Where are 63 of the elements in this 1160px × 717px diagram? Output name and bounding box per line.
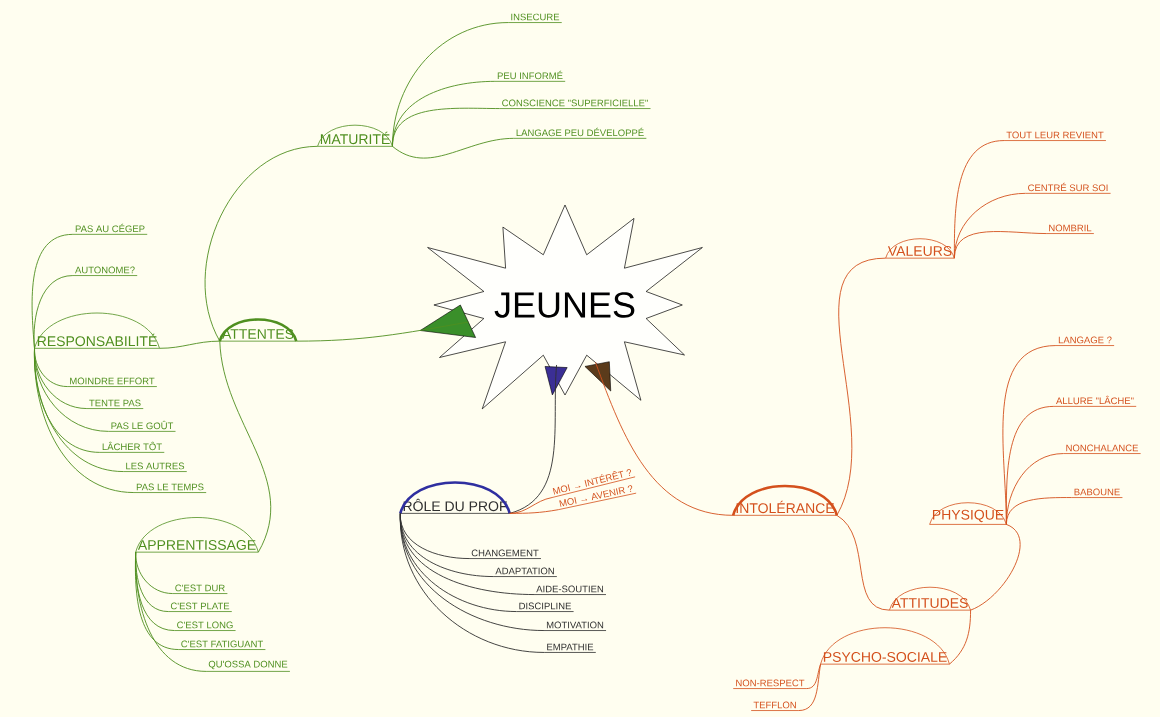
- branch-label: PAS AU CÉGEP: [72, 223, 148, 235]
- branch-line: [953, 231, 1047, 259]
- branch-line: [836, 514, 890, 611]
- branch-line: [806, 663, 822, 689]
- branch-label: INSECURE: [507, 13, 563, 23]
- branch-line: [219, 340, 271, 553]
- branch-line: [509, 364, 558, 514]
- branch-line: [595, 361, 734, 516]
- branch-line: [509, 497, 553, 514]
- topic-dome: ATTITUDES: [889, 586, 971, 611]
- starburst-drawing: JEUNES: [419, 204, 703, 410]
- branch-label: PAS LE TEMPS: [133, 483, 207, 493]
- branch-line: [399, 512, 545, 653]
- branch-label: AIDE-SOUTIEN: [533, 585, 607, 595]
- branch-line: [392, 107, 500, 147]
- branch-label: PEU INFORMÉ: [494, 70, 566, 82]
- branch-label: NONCHALANCE: [1063, 444, 1141, 454]
- topic-dome: APPRENTISSAGE: [135, 517, 259, 553]
- branch-label: NOMBRIL: [1045, 224, 1095, 234]
- branch-label: PAS LE GOÛT: [108, 420, 176, 432]
- branch-label: NON-RESPECT: [732, 679, 808, 689]
- branch-label: CENTRÉ SUR SOI: [1025, 182, 1111, 194]
- branch-label: C'EST FATIGUANT: [178, 640, 266, 650]
- branch-label: C'EST LONG: [174, 621, 236, 631]
- branch-label: MOINDRE EFFORT: [66, 377, 158, 387]
- branch-line: [295, 321, 469, 342]
- branch-label: DISCIPLINE: [516, 602, 574, 612]
- branch-label: TEFFLON: [750, 701, 800, 711]
- topic-dome: PSYCHO-SOCIALE: [820, 627, 950, 665]
- branch-label: LES AUTRES: [122, 462, 188, 472]
- topic-dome: RESPONSABILITÉ: [34, 312, 160, 349]
- branch-label: TENTE PAS: [86, 399, 144, 409]
- branch-label: LÂCHER TÔT: [99, 441, 165, 453]
- branch-label: LANGAGE PEU DÉVELOPPÉ: [513, 127, 647, 139]
- branch-label: TOUT LEUR REVIENT: [1003, 131, 1107, 141]
- topic-dome: MATURITÉ: [317, 124, 393, 147]
- branch-line: [33, 275, 74, 349]
- branch-label: C'EST DUR: [172, 584, 228, 594]
- branch-label: CONSCIENCE "SUPERFICIELLE": [499, 99, 651, 109]
- branch-label: LANGAGE ?: [1055, 336, 1115, 346]
- branch-line: [509, 509, 559, 514]
- branch-label: MOTIVATION: [543, 621, 607, 631]
- branch-label: EMPATHIE: [543, 643, 597, 653]
- branch-label: QU'OSSA DONNE: [205, 660, 291, 672]
- branch-line: [1005, 497, 1072, 525]
- branch-label: BABOUNE: [1071, 488, 1123, 498]
- branch-label: ADAPTATION: [492, 567, 558, 577]
- branch-label: C'EST PLATE: [167, 602, 233, 612]
- branch-line: [135, 551, 207, 672]
- branch-line: [970, 523, 1021, 611]
- topic-dome: VALEURS: [885, 238, 955, 259]
- branch-label: ALLURE "LÂCHE": [1053, 395, 1137, 407]
- topic-dome: PHYSIQUE: [929, 502, 1007, 525]
- branch-line: [836, 257, 887, 516]
- branch-line: [34, 347, 135, 493]
- branch-line: [392, 137, 515, 159]
- branch-line: [204, 145, 318, 342]
- branch-label: CHANGEMENT: [468, 549, 542, 559]
- branch-label: AUTONOME?: [72, 266, 138, 276]
- branch-line: [798, 663, 822, 711]
- branch-line: [159, 340, 221, 349]
- branch-line: [949, 609, 972, 665]
- topic-dome: INTOLÉRANCE: [731, 484, 839, 516]
